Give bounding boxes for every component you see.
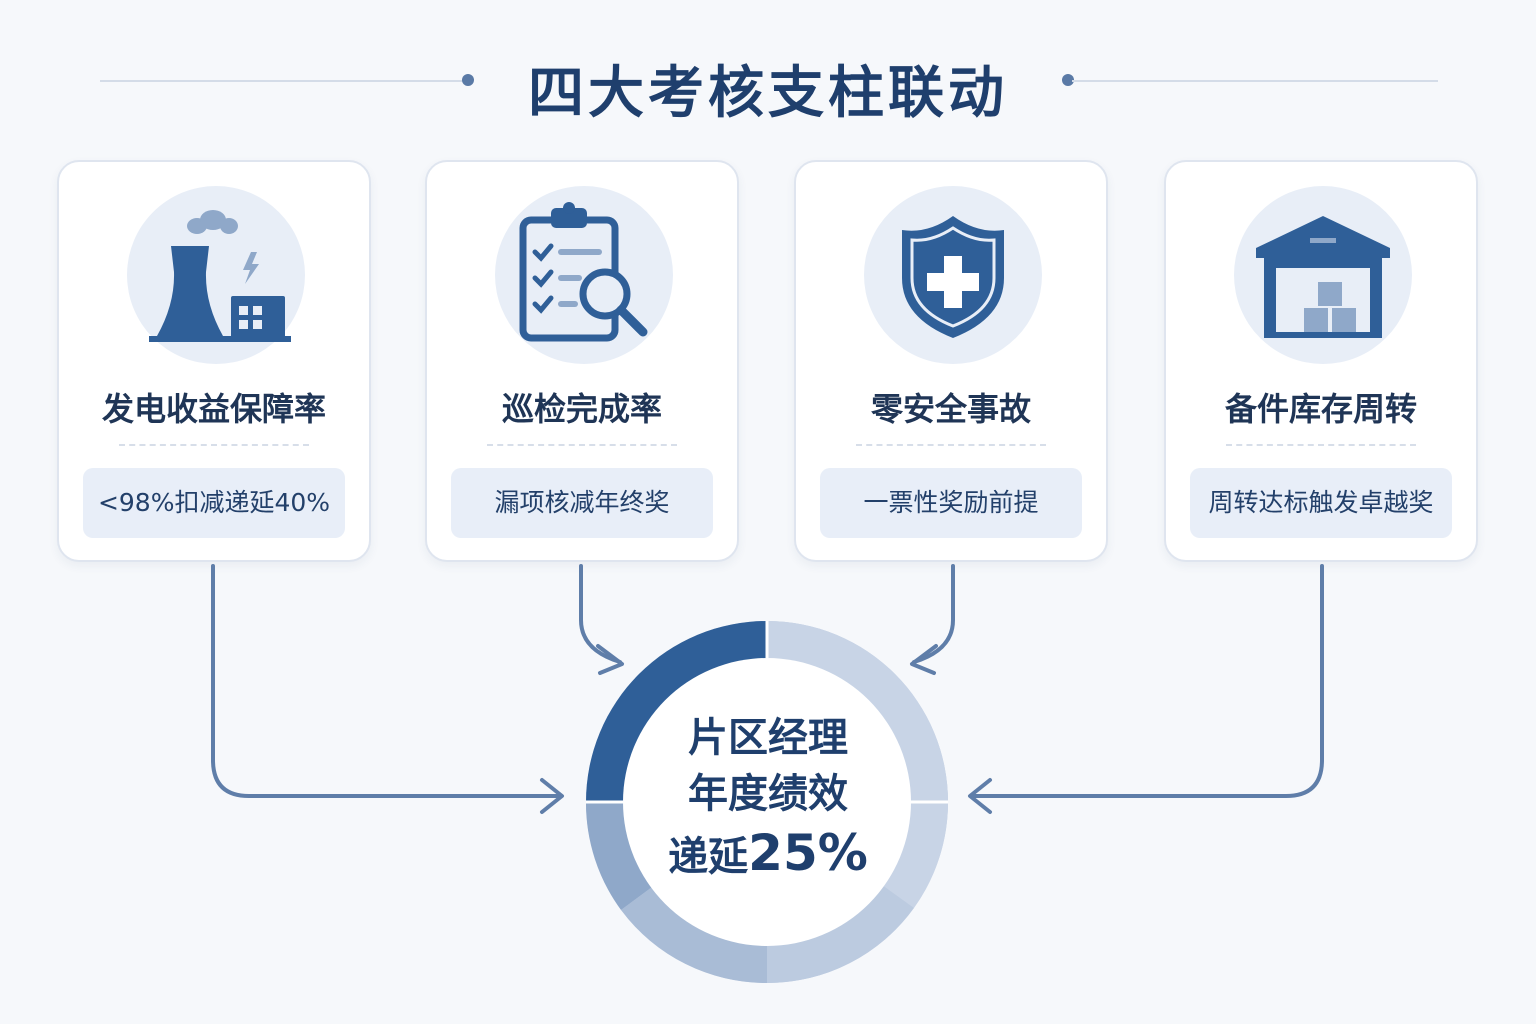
card-divider	[119, 444, 309, 446]
title-left-line	[100, 80, 466, 82]
arrowhead-left	[540, 778, 564, 814]
power-plant-icon	[149, 210, 291, 342]
deferral-percentage: 25%	[748, 824, 868, 882]
connector-arrow-mid-right	[912, 564, 955, 664]
arrowhead-mid-left	[596, 644, 624, 675]
deferral-label: 递延	[668, 834, 749, 880]
card-divider	[856, 444, 1046, 446]
center-line-2: 年度绩效	[688, 771, 848, 817]
icon-circle	[127, 186, 305, 364]
connector-arrow-mid-left	[579, 564, 622, 664]
title-right-dot	[1062, 74, 1074, 86]
icon-circle	[1234, 186, 1412, 364]
icon-circle	[864, 186, 1042, 364]
card-divider	[487, 444, 677, 446]
connector-arrow-right	[970, 564, 1324, 798]
icon-circle	[495, 186, 673, 364]
pillar-title: 巡检完成率	[501, 390, 662, 428]
card-divider	[1226, 444, 1416, 446]
performance-donut	[585, 621, 949, 984]
connector-arrow-left	[211, 564, 562, 798]
warehouse-icon	[1256, 216, 1390, 338]
pillar-title: 备件库存周转	[1224, 390, 1417, 428]
center-line-1: 片区经理	[688, 715, 848, 761]
arrowhead-mid-right	[910, 644, 938, 675]
pillar-title: 零安全事故	[870, 390, 1031, 428]
clipboard-inspection-icon	[519, 202, 648, 342]
pillar-card-inventory: 备件库存周转 周转达标触发卓越奖	[1164, 160, 1478, 562]
safety-shield-icon	[902, 216, 1004, 338]
pillar-rule: 漏项核减年终奖	[451, 468, 713, 538]
title-right-line	[1072, 80, 1438, 82]
arrowhead-right	[968, 778, 992, 814]
performance-center-label: 片区经理 年度绩效 递延25%	[630, 710, 906, 888]
pillar-card-power: 发电收益保障率 <98%扣减递延40%	[57, 160, 371, 562]
center-line-3: 递延25%	[630, 822, 906, 888]
page-title: 四大考核支柱联动	[528, 61, 1008, 126]
pillar-rule: 一票性奖励前提	[820, 468, 1082, 538]
pillar-rule: <98%扣减递延40%	[83, 468, 345, 538]
pillar-title: 发电收益保障率	[101, 390, 326, 428]
pillar-card-inspection: 巡检完成率 漏项核减年终奖	[425, 160, 739, 562]
title-left-dot	[462, 74, 474, 86]
pillar-rule: 周转达标触发卓越奖	[1190, 468, 1452, 538]
pillar-card-safety: 零安全事故 一票性奖励前提	[794, 160, 1108, 562]
